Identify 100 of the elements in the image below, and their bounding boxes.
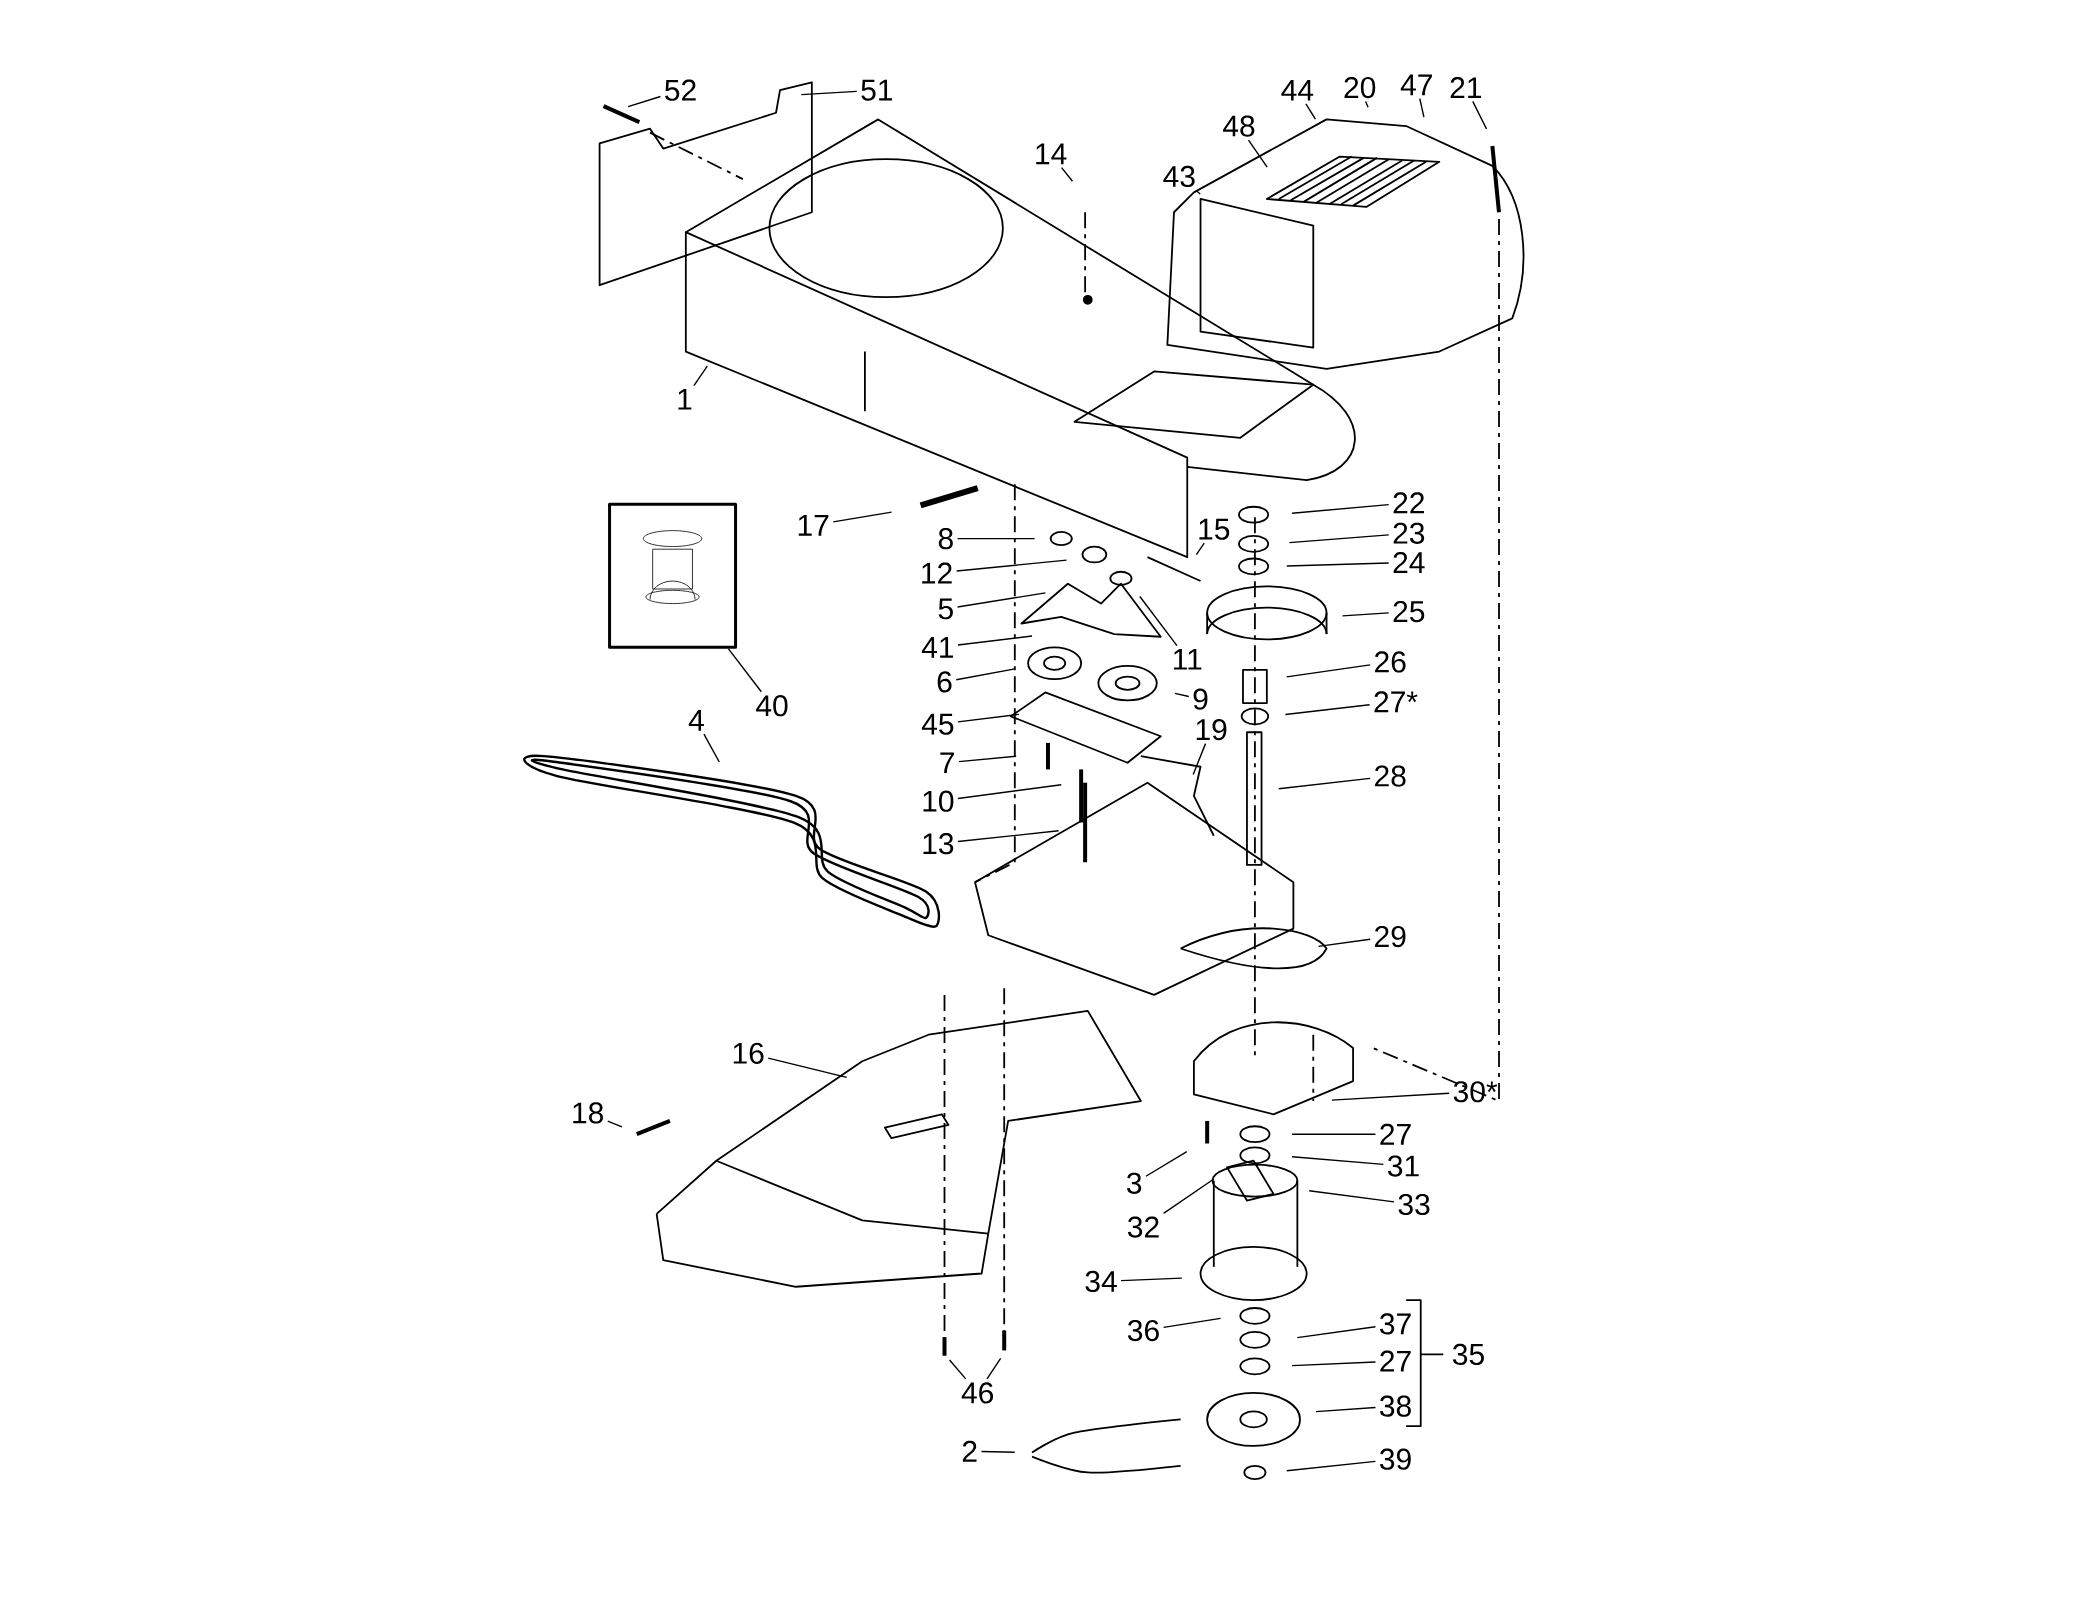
callout-number: 25: [1393, 600, 1425, 622]
leader-line: [1286, 562, 1390, 567]
callout-number: 27*: [1374, 691, 1418, 713]
callout-number: 48: [1223, 115, 1255, 137]
leader-line: [607, 1120, 623, 1128]
callout-number: 41: [921, 636, 954, 658]
leader-line: [1291, 503, 1390, 514]
callout-number: 7: [940, 752, 954, 773]
leader-line: [980, 1450, 1016, 1453]
leader-line: [1305, 103, 1317, 120]
leader-line: [1331, 1092, 1450, 1101]
callout-number: 32: [1127, 1216, 1159, 1238]
callout-number: 28: [1375, 765, 1406, 787]
leader-line: [1192, 742, 1207, 775]
callout-number: 17: [798, 514, 829, 536]
leader-line: [956, 537, 1036, 540]
callout-number: 38: [1379, 1395, 1411, 1417]
leader-line: [957, 829, 1060, 843]
callout-number: 29: [1375, 925, 1406, 947]
callout-number: 39: [1379, 1448, 1411, 1470]
callout-number: 40: [756, 694, 788, 717]
callout-number: 14: [1036, 143, 1067, 164]
callout-number: 6: [937, 671, 952, 693]
leader-line: [1195, 542, 1205, 556]
leader-line: [958, 755, 1017, 763]
leader-line: [1315, 1406, 1377, 1413]
leader-line: [948, 1359, 967, 1380]
callout-number: 5: [938, 598, 953, 620]
callout-number: 19: [1196, 718, 1227, 741]
callout-number: 30*: [1453, 1080, 1498, 1103]
callout-number: 4: [688, 709, 704, 731]
leader-line: [1247, 139, 1268, 168]
leader-line: [1145, 1150, 1188, 1177]
leader-line: [1162, 1317, 1222, 1328]
leader-line: [957, 713, 1020, 723]
leader-line: [1472, 100, 1488, 130]
leader-line: [1317, 938, 1371, 947]
callout-number: 3: [1127, 1172, 1142, 1194]
callout-number: 1: [678, 388, 692, 410]
callout-number: 27: [1380, 1350, 1411, 1372]
callout-number: 18: [573, 1102, 604, 1124]
callout-number: 20: [1344, 76, 1376, 98]
callout-number: 52: [665, 79, 696, 101]
callout-number: 10: [923, 790, 954, 812]
leader-line: [767, 1057, 848, 1078]
leader-line: [1285, 663, 1371, 678]
leader-line: [800, 90, 858, 96]
callout-number: 37: [1379, 1313, 1411, 1335]
callout-number: 51: [861, 79, 893, 101]
leader-line: [693, 365, 708, 387]
callout-number: 21: [1450, 76, 1482, 98]
leader-line: [1162, 1178, 1215, 1214]
leader-line: [957, 635, 1033, 646]
callout-number: 36: [1127, 1319, 1159, 1341]
leader-line: [955, 559, 1068, 572]
callout-number: 46: [961, 1382, 994, 1404]
leader-line: [957, 783, 1062, 800]
leader-line: [832, 511, 893, 523]
leader-line: [1195, 189, 1201, 195]
leader-line: [956, 591, 1047, 608]
leader-line: [727, 647, 763, 693]
leader-line: [1308, 1189, 1395, 1203]
leader-line: [1278, 777, 1371, 790]
leader-line: [1419, 97, 1425, 118]
leader-line: [1291, 1133, 1377, 1135]
callout-number: 43: [1163, 165, 1195, 187]
leader-line: [627, 95, 662, 108]
leader-line: [1291, 1155, 1385, 1165]
callout-number: 16: [733, 1042, 764, 1064]
leader-line: [986, 1357, 1002, 1380]
callout-number: 35: [1452, 1343, 1484, 1365]
callout-number: 22: [1393, 492, 1424, 514]
leader-line: [1364, 100, 1369, 108]
callout-number: 27: [1380, 1123, 1411, 1145]
callout-number: 9: [1193, 688, 1208, 710]
callout-number: 31: [1387, 1155, 1419, 1177]
callout-number: 44: [1281, 79, 1314, 101]
callout-number: 15: [1199, 518, 1230, 540]
callout-number: 11: [1174, 648, 1202, 670]
leader-line: [1291, 1361, 1377, 1367]
leader-line: [1060, 166, 1074, 182]
callout-number: 26: [1375, 651, 1406, 673]
callout-number: 8: [938, 527, 953, 549]
callout-number: 45: [921, 713, 954, 735]
callout-number: 23: [1393, 522, 1425, 544]
leader-line: [1296, 1325, 1377, 1339]
leader-line: [1286, 1460, 1377, 1472]
leader-line: [1288, 533, 1390, 544]
leader-line: [1284, 703, 1371, 716]
leader-line: [955, 667, 1016, 681]
callout-number: 13: [923, 832, 954, 855]
callout-number: 12: [922, 562, 952, 584]
leader-line: [1139, 595, 1178, 647]
callout-number: 2: [962, 1440, 977, 1462]
callout-number: 33: [1398, 1193, 1430, 1215]
leader-line: [1174, 692, 1190, 697]
callout-number: 24: [1393, 551, 1425, 573]
callout-number: 47: [1400, 74, 1432, 96]
inset-picture: [608, 502, 738, 649]
leader-line: [703, 733, 720, 763]
